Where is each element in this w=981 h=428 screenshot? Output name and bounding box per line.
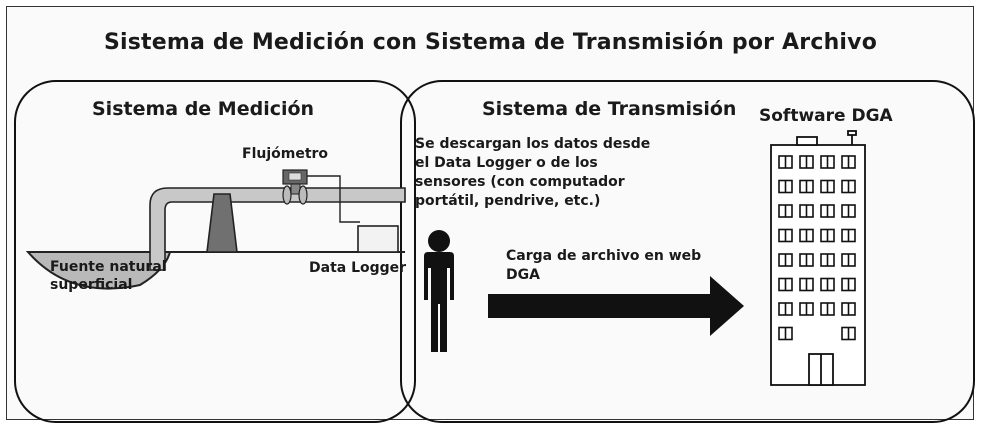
medicion-panel — [14, 80, 416, 423]
software-title: Software DGA — [759, 106, 893, 126]
flowmeter-label: Flujómetro — [242, 146, 329, 162]
download-description: Se descargan los datos desde el Data Log… — [415, 136, 651, 209]
logger-cable — [307, 175, 360, 223]
data-logger-label: Data Logger — [309, 260, 407, 276]
pipe — [149, 187, 406, 271]
diagram-title: Sistema de Medición con Sistema de Trans… — [103, 30, 878, 55]
water-source-label: Fuente natural superficial — [50, 259, 167, 294]
pipe-support — [206, 193, 238, 253]
person-icon — [424, 230, 454, 352]
data-logger-box — [357, 225, 399, 253]
upload-arrow — [488, 276, 744, 336]
upload-description: Carga de archivo en web DGA — [506, 248, 702, 283]
medicion-title: Sistema de Medición — [92, 98, 315, 120]
building-windows — [778, 155, 856, 341]
transmision-title: Sistema de Transmisión — [482, 98, 737, 120]
